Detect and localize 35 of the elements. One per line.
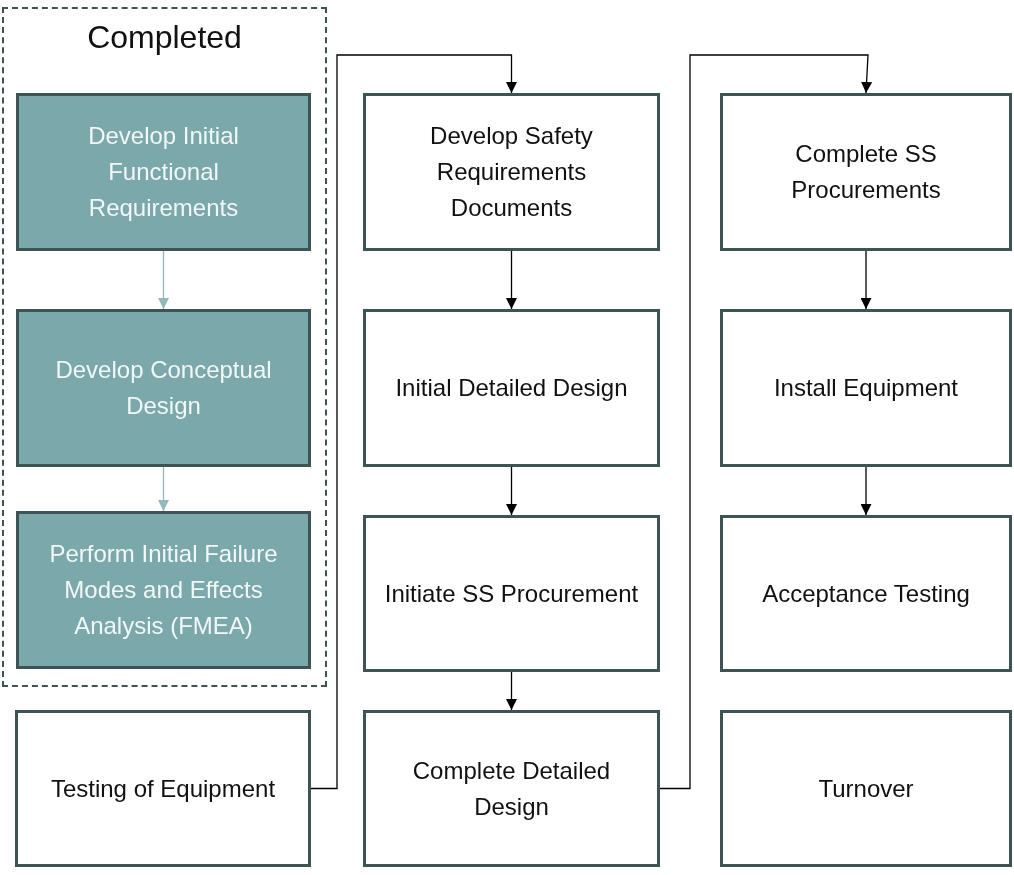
- process-box: [720, 309, 1012, 467]
- arrow: [158, 466, 169, 512]
- arrow: [860, 466, 872, 516]
- step-label: Initiate SS Procurement: [384, 578, 639, 609]
- step-label: Install Equipment: [773, 373, 959, 403]
- arrow: [506, 250, 517, 310]
- process-box: [363, 309, 660, 467]
- process-box: [16, 93, 311, 251]
- step-label: Turnover: [818, 773, 914, 804]
- process-box: [363, 93, 660, 251]
- step-label: Develop Conceptual Design: [54, 355, 273, 421]
- process-box: [15, 710, 311, 867]
- step-label: Complete Detailed Design: [411, 755, 612, 822]
- step-label: Develop Initial Functional Requirements: [87, 121, 240, 223]
- arrow: [860, 250, 872, 310]
- step-label: Complete SS Procurements: [790, 139, 942, 205]
- step-label: Develop Safety Requirements Documents: [429, 121, 594, 223]
- process-box: [720, 710, 1012, 867]
- arrow: [158, 250, 169, 310]
- step-label: Acceptance Testing: [762, 578, 970, 609]
- arrow: [506, 671, 517, 711]
- process-box: [16, 309, 311, 467]
- arrow: [506, 466, 517, 516]
- process-box: [16, 511, 311, 669]
- process-box: [720, 93, 1012, 251]
- group-title: Completed: [86, 18, 243, 57]
- process-box: [720, 515, 1012, 672]
- group-frame: [2, 7, 327, 687]
- process-box: [363, 515, 660, 672]
- process-box: [363, 710, 660, 867]
- step-label: Testing of Equipment: [50, 773, 276, 804]
- arrow: [659, 54, 873, 790]
- step-label: Initial Detailed Design: [395, 373, 628, 403]
- step-label: Perform Initial Failure Modes and Effects Analysis (FMEA): [48, 539, 279, 641]
- arrow: [310, 54, 517, 790]
